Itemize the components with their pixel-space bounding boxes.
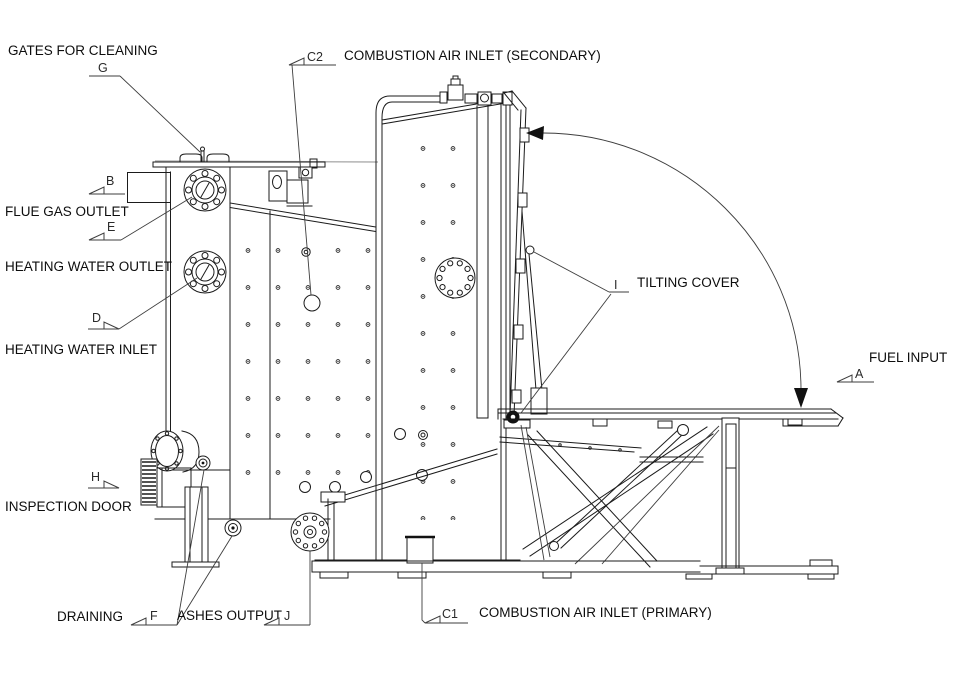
callout-inspection: H INSPECTION DOOR [5,470,132,514]
flue-gas-duct [127,172,171,203]
label-combustion-air-primary: COMBUSTION AIR INLET (PRIMARY) [479,605,712,620]
callout-air-secondary: C2 COMBUSTION AIR INLET (SECONDARY) [288,48,601,296]
drain-fitting-lower [224,519,242,537]
ref-arrow-h [103,480,120,489]
label-heating-water-outlet: HEATING WATER OUTLET [5,259,172,274]
cleaning-gate-left [179,153,203,163]
label-ashes-output: ASHES OUTPUT [177,608,282,623]
ref-letter-h: H [91,470,100,484]
label-combustion-air-secondary: COMBUSTION AIR INLET (SECONDARY) [344,48,601,63]
air-pipe-valve [439,75,513,106]
cover-arm-pin [525,245,535,255]
ashes-output-flange [290,512,330,552]
base-frame [311,559,839,580]
sensor-fitting [298,166,313,179]
ash-chamber [314,448,521,564]
secondary-air-port [303,294,321,312]
ref-arrow-a [836,374,853,383]
ref-letter-j: J [284,609,290,623]
cover-cylinder [530,387,548,415]
callout-flue-gas: B FLUE GAS OUTLET [5,174,129,219]
ref-letter-f: F [150,609,158,623]
drain-fitting-upper [195,455,211,471]
boiler-top-fittings [268,166,313,207]
callout-fuel-input: FUEL INPUT A [836,350,947,383]
label-fuel-input: FUEL INPUT [869,350,947,365]
ref-arrow-b [88,186,105,195]
valve-body [447,84,464,101]
ref-letter-c2: C2 [307,50,323,64]
stay-bolt-panels [233,130,470,520]
machine-drawing [127,75,844,580]
support-leg-right [715,417,745,575]
ref-letter-i: I [614,278,617,292]
ref-letter-a: A [855,367,864,381]
label-gates-for-cleaning: GATES FOR CLEANING [8,43,158,58]
secondary-air-fitting [301,247,311,257]
scissor-frame [499,424,720,568]
fuel-table [497,408,844,429]
callout-air-primary: C1 COMBUSTION AIR INLET (PRIMARY) [421,563,712,624]
flange-heating-water-inlet [183,250,227,294]
ref-arrow-e [88,232,105,241]
inspection-door [140,430,200,508]
ref-letter-b: B [106,174,114,188]
callout-tilting-cover: I TILTING COVER [520,251,740,414]
ref-letter-c1: C1 [442,607,458,621]
callout-water-inlet: D HEATING WATER INLET [5,277,198,357]
arc-arrowhead-table [794,388,808,408]
support-leg-left [171,486,220,568]
ref-arrow-c2 [288,57,305,66]
label-flue-gas-outlet: FLUE GAS OUTLET [5,204,129,219]
callout-draining: DRAINING F [57,469,233,626]
callout-ashes: ASHES OUTPUT J [177,551,311,626]
flange-heating-water-outlet [183,168,227,212]
ref-letter-e: E [107,220,115,234]
ref-letter-g: G [98,61,108,75]
cleaning-gate-right [206,153,230,163]
ref-arrow-f [130,617,147,626]
label-tilting-cover: TILTING COVER [637,275,740,290]
label-draining: DRAINING [57,609,123,624]
callout-gates: GATES FOR CLEANING G [8,43,201,153]
arc-arrowhead-cover [526,126,544,140]
tilt-motion-arc [526,126,808,408]
ref-arrow-c1 [424,615,441,624]
manhole-flange [434,257,476,299]
primary-air-inlet-box [406,536,434,564]
label-heating-water-inlet: HEATING WATER INLET [5,342,157,357]
label-inspection-door: INSPECTION DOOR [5,499,132,514]
ref-arrow-d [103,321,120,330]
boiler-top-plate [152,146,379,169]
ref-letter-d: D [92,311,101,325]
callouts: GATES FOR CLEANING G C2 COMBUSTION AIR I… [5,43,947,626]
callout-water-outlet: E HEATING WATER OUTLET [5,196,193,274]
